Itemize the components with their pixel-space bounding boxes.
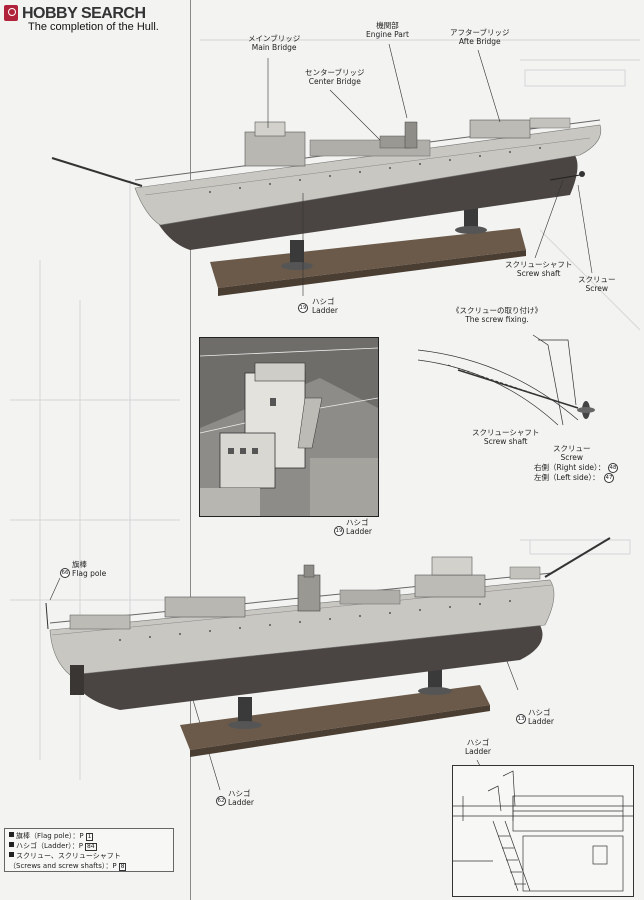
left-side-label: 左側（Left side）：: [534, 473, 600, 482]
flag-pole-en: Flag pole: [72, 569, 107, 578]
after-bridge-jp: アフターブリッジ: [450, 28, 510, 37]
screw-top-jp: スクリュー: [578, 275, 616, 284]
after-bridge-label: アフターブリッジ Afte Bridge: [450, 28, 510, 46]
left-side-text: 左側（Left side）：: [534, 473, 600, 482]
engine-part-jp: 機関部: [376, 21, 399, 30]
engine-part-label: 機関部 Engine Part: [366, 21, 409, 39]
engine-part-en: Engine Part: [366, 30, 409, 39]
after-bridge-en: Afte Bridge: [458, 37, 501, 46]
ladder-inset-en: Ladder: [465, 747, 491, 756]
ship-illustration-bottom: [40, 535, 620, 765]
ladder-photo-en: Ladder: [346, 527, 372, 536]
ladder-photo-jp: ハシゴ: [346, 518, 369, 527]
center-bridge-en: Center Bridge: [308, 77, 361, 86]
ladder-top-part-number: 19: [298, 303, 308, 313]
fix-screw-en: Screw: [560, 453, 584, 462]
legend-row-text: スクリュー、スクリューシャフト: [16, 852, 121, 860]
legend-row-ref: 8: [118, 863, 127, 871]
screw-shaft-top-jp: スクリューシャフト: [505, 260, 573, 269]
screw-fixing-diagram: [417, 330, 618, 430]
bridge-detail-photo: [199, 337, 379, 517]
ladder-inset-jp: ハシゴ: [466, 738, 490, 747]
screw-fixing-title: 《スクリューの取り付け》 The screw fixing.: [452, 306, 542, 324]
ladder-right-part-number: 13: [516, 714, 526, 724]
ladder-inset-detail: [452, 765, 634, 897]
main-bridge-jp: メインブリッジ: [248, 34, 301, 43]
ladder-photo-label: ハシゴ Ladder: [346, 518, 372, 536]
right-side-part-number: 48: [608, 463, 618, 473]
legend-row-text: 旗棒（Flag pole）：P: [16, 832, 84, 840]
legend-row-text: （Screws and screw shafts）：P: [9, 862, 117, 870]
flag-pole-part-number: 66: [60, 568, 70, 578]
legend-row-ref: 1: [85, 833, 94, 841]
screw-shaft-top-en: Screw shaft: [516, 269, 561, 278]
ladder-inset-label: ハシゴ Ladder: [465, 738, 491, 756]
fix-screw-shaft-en: Screw shaft: [483, 437, 528, 446]
flag-pole-label: 旗棒 Flag pole: [72, 560, 106, 578]
ladder-top-label: ハシゴ Ladder: [312, 297, 338, 315]
fix-screw-label: スクリュー Screw: [553, 444, 591, 462]
logo-text: HOBBY SEARCH: [22, 5, 146, 22]
center-bridge-label: センターブリッジ Center Bridge: [305, 68, 365, 86]
ladder-top-en: Ladder: [312, 306, 338, 315]
fix-screw-jp: スクリュー: [553, 444, 591, 453]
ladder-bottom-part-number: 62: [216, 796, 226, 806]
ladder-right-jp: ハシゴ: [528, 708, 551, 717]
fix-screw-shaft-jp: スクリューシャフト: [472, 428, 540, 437]
page-heading: The completion of the Hull.: [28, 21, 159, 33]
ladder-photo-part-number: 19: [334, 526, 344, 536]
screw-fixing-title-en: The screw fixing.: [465, 315, 529, 324]
ladder-bottom-jp: ハシゴ: [228, 789, 251, 798]
right-side-label: 右側（Right side）：: [534, 463, 605, 472]
main-bridge-en: Main Bridge: [251, 43, 297, 52]
screw-top-label: スクリュー Screw: [578, 275, 616, 293]
screw-shaft-top-label: スクリューシャフト Screw shaft: [505, 260, 572, 278]
ladder-right-en: Ladder: [528, 717, 554, 726]
legend-row-ref: 84: [84, 843, 97, 851]
column-divider: [190, 0, 191, 900]
screw-fixing-title-jp: 《スクリューの取り付け》: [452, 306, 542, 315]
flag-pole-jp: 旗棒: [72, 560, 87, 569]
ladder-right-label: ハシゴ Ladder: [528, 708, 554, 726]
left-side-part-number: 47: [604, 473, 614, 483]
fix-screw-shaft-label: スクリューシャフト Screw shaft: [472, 428, 539, 446]
logo-icon: [4, 5, 18, 21]
center-bridge-jp: センターブリッジ: [305, 68, 365, 77]
legend-row-text: ハシゴ（Ladder）：P: [16, 842, 83, 850]
ship-illustration-top: [50, 100, 620, 300]
ladder-bottom-label: ハシゴ Ladder: [228, 789, 254, 807]
legend-row: スクリュー、スクリューシャフト: [9, 851, 169, 861]
right-side-text: 右側（Right side）：: [534, 463, 606, 472]
ladder-top-jp: ハシゴ: [312, 297, 335, 306]
screw-top-en: Screw: [585, 284, 609, 293]
ladder-bottom-en: Ladder: [228, 798, 254, 807]
main-bridge-label: メインブリッジ Main Bridge: [248, 34, 300, 52]
